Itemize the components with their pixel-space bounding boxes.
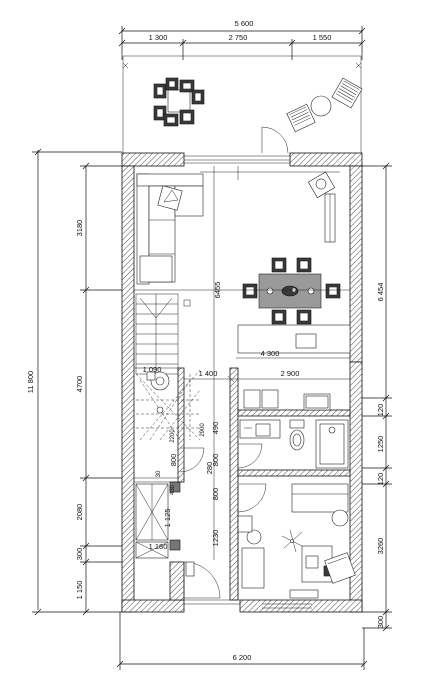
dim-right-seg3: 1250	[376, 436, 385, 453]
exterior-walls	[121, 152, 363, 613]
right-dimensions: 6 454 120 1250 120 3260 300	[362, 162, 392, 632]
dim-inner-1090: 1 090	[143, 365, 162, 374]
dim-inner-280: 280	[205, 462, 214, 475]
terrace-lounge-set	[286, 77, 363, 133]
terrace	[122, 55, 363, 154]
terrace-dining-set	[153, 77, 205, 127]
dim-left-total: 11 800	[26, 371, 35, 393]
left-dimensions: 11 800 3180 4700 2080 300 1 150	[26, 148, 122, 616]
dim-inner-490: 490	[211, 422, 220, 435]
dim-right-seg4: 120	[376, 473, 385, 486]
dim-inner-800a: 800	[211, 454, 220, 467]
dim-inner-800b: 800	[211, 488, 220, 501]
dim-left-seg2: 4700	[75, 376, 84, 393]
dim-inner-1230: 1230	[211, 530, 220, 547]
dim-inner-1125: 1 125	[163, 509, 172, 528]
dim-top-seg2: 2 750	[229, 33, 248, 42]
staircase: 1 090	[134, 293, 201, 441]
bathroom	[237, 389, 349, 469]
dim-bottom-total: 6 200	[233, 653, 252, 662]
dim-left-seg3: 2080	[75, 504, 84, 521]
dim-left-seg1: 3180	[75, 220, 84, 237]
mid-dimensions: 1 400 2 900 490 800 800 800 280 1230 220…	[169, 369, 350, 560]
dim-inner-1400: 1 400	[199, 369, 218, 378]
dim-inner-800c: 800	[169, 454, 178, 467]
dim-inner-2900: 2 900	[281, 369, 300, 378]
dim-inner-2900v: 2900	[200, 423, 206, 437]
dim-right-seg2: 120	[376, 404, 385, 417]
dim-right-seg6: 300	[376, 616, 385, 629]
dim-inner-30: 30	[156, 470, 162, 477]
dim-right-seg1: 6 454	[376, 283, 385, 302]
dim-inner-430: 430	[170, 484, 176, 495]
dim-left-seg4: 300	[75, 548, 84, 561]
bedroom	[237, 483, 356, 609]
living-room: 6455 4 300	[134, 166, 351, 440]
dim-inner-1180: 1 180	[149, 542, 168, 551]
dim-inner-6455: 6455	[213, 282, 222, 299]
dim-top-seg3: 1 550	[313, 33, 332, 42]
dim-top-seg1: 1 300	[149, 33, 168, 42]
entrance-hall: 1 125 1 180 430 30	[135, 447, 240, 605]
bottom-dimensions: 6 200	[116, 612, 368, 670]
dim-top-total: 5 600	[235, 19, 254, 28]
dim-inner-4300: 4 300	[261, 349, 280, 358]
top-dimensions: 5 600 1 300 2 750 1 550	[118, 19, 366, 60]
dim-right-seg5: 3260	[376, 538, 385, 555]
dim-inner-2200: 2200	[170, 429, 176, 443]
dim-left-seg5: 1 150	[75, 581, 84, 600]
